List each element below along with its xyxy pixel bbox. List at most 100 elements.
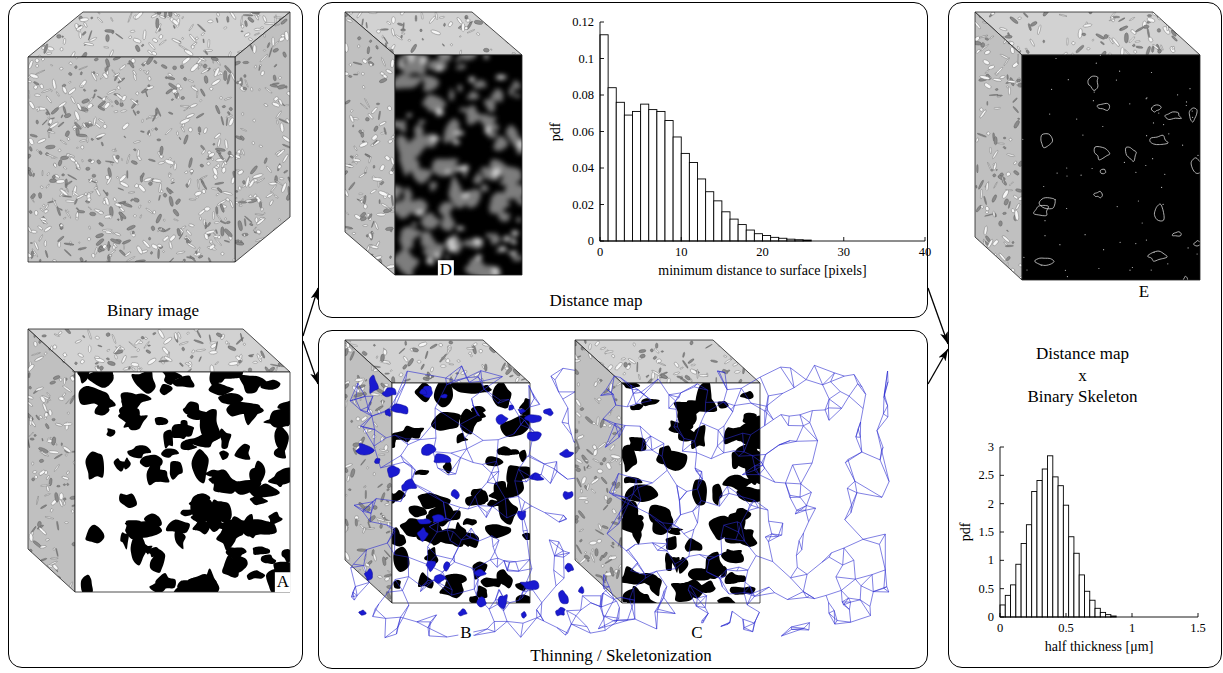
textured-face-part-part	[134, 339, 141, 346]
textured-face-part-part	[366, 260, 373, 271]
textured-face-part-part	[148, 345, 151, 347]
textured-face-part-part	[34, 434, 37, 436]
distance-map-slice-part-part-part	[432, 159, 459, 177]
textured-face-part-part	[106, 35, 110, 42]
textured-face-part-part	[94, 58, 99, 62]
textured-face-part-part	[62, 36, 64, 38]
textured-face-part-part	[383, 207, 392, 213]
textured-face-part-part	[358, 425, 361, 429]
textured-face-part-part	[59, 67, 63, 70]
textured-face-part-part	[130, 30, 135, 33]
textured-face-part-part	[390, 157, 394, 165]
textured-face-part-part	[58, 499, 63, 507]
textured-face-part-part	[203, 49, 213, 52]
textured-face-part-part	[42, 403, 48, 413]
textured-face-part-part	[281, 234, 289, 239]
textured-face-part-part	[148, 42, 156, 50]
textured-face-part-part	[204, 50, 208, 55]
textured-face-part-part	[69, 157, 76, 163]
textured-face-part-part	[53, 345, 57, 350]
textured-face-part-part	[204, 75, 209, 83]
textured-face-part-part	[121, 158, 122, 161]
textured-face-part-part	[208, 257, 212, 263]
textured-face-part-part	[134, 183, 139, 188]
textured-face-part-part	[247, 38, 251, 43]
textured-face-part-part	[264, 23, 275, 25]
textured-face-part-part	[144, 177, 153, 182]
textured-face-part-part	[38, 192, 42, 198]
textured-face-part-part	[189, 169, 194, 173]
textured-face-part-part	[89, 97, 93, 103]
textured-face-part-part	[44, 328, 51, 338]
textured-face-part-part	[54, 492, 59, 502]
textured-face-part-part	[350, 155, 354, 158]
textured-face-part-part	[227, 151, 231, 156]
textured-face-part-part	[41, 89, 51, 94]
textured-face-part-part	[244, 14, 248, 19]
textured-face-part-part	[217, 235, 221, 239]
textured-face-part-part	[244, 32, 251, 37]
textured-face-part-part	[91, 138, 94, 141]
textured-face-part-part	[79, 66, 88, 70]
textured-face-part-part	[429, 343, 437, 349]
textured-face-part-part	[347, 475, 351, 482]
textured-face-part-part	[391, 195, 394, 206]
textured-face-part-part	[59, 343, 64, 347]
textured-face-part-part	[366, 235, 368, 238]
textured-face-part-part	[74, 119, 77, 122]
textured-face-part-part	[82, 335, 85, 338]
textured-face-part-part	[177, 332, 181, 339]
textured-face-part-part	[189, 199, 196, 201]
distance-map-slice-part-part-part	[473, 238, 483, 244]
textured-face-part-part	[30, 242, 33, 243]
textured-face-part-part	[95, 336, 100, 340]
textured-face-part-part	[233, 25, 243, 28]
textured-face-part-part	[143, 30, 147, 41]
distance-map-slice-part-part-part	[484, 54, 488, 59]
distance-map-slice-part-part-part	[431, 136, 441, 141]
textured-face-part-part	[43, 209, 48, 214]
textured-face-part-part	[126, 224, 136, 231]
textured-face-part-part	[74, 362, 78, 366]
textured-face-part-part	[72, 190, 80, 197]
textured-face-part-part	[39, 395, 46, 403]
textured-face-part-part	[371, 134, 379, 141]
textured-face-part-part	[248, 37, 253, 41]
binary-slice-part-part	[223, 516, 244, 541]
textured-face-part-part	[252, 21, 254, 23]
textured-face-part-part	[105, 161, 114, 163]
textured-face-part-part	[208, 20, 214, 23]
textured-face-part-part	[31, 197, 35, 203]
textured-face-part-part	[82, 31, 87, 36]
textured-face-part-part	[397, 22, 403, 26]
textured-face-part-part	[78, 247, 87, 251]
textured-face-part-part	[380, 595, 382, 599]
textured-face-part-part	[242, 233, 248, 236]
textured-face-part-part	[171, 18, 179, 26]
textured-face-part-part	[373, 553, 377, 561]
textured-face-part-part	[63, 377, 66, 384]
distance-map-slice-part-part-part	[412, 223, 417, 226]
textured-face-part-part	[64, 243, 74, 246]
textured-face-part-part	[378, 594, 384, 604]
distance-map-slice-part-part-part	[516, 217, 520, 222]
textured-face-part-part	[139, 68, 142, 70]
textured-face-part-part	[467, 347, 475, 349]
textured-face-part-part	[258, 15, 263, 18]
textured-face-part-part	[45, 423, 50, 429]
textured-face-part-part	[50, 64, 52, 66]
textured-face-part-part	[259, 64, 262, 66]
textured-face-part	[24, 327, 80, 591]
textured-face-part-part	[74, 65, 77, 69]
textured-face-part-part	[449, 364, 454, 366]
textured-face-part-part	[33, 470, 37, 473]
textured-face-part-part	[167, 73, 172, 77]
textured-face-part-part	[256, 33, 261, 38]
distance-map-slice-part-part-part	[508, 251, 518, 256]
textured-face-part-part	[361, 132, 364, 138]
textured-face-part-part	[196, 196, 199, 199]
textured-face-part-part	[49, 179, 56, 183]
textured-face-part-part	[282, 51, 287, 58]
textured-face-part-part	[67, 174, 76, 180]
textured-face-part-part	[42, 204, 45, 207]
